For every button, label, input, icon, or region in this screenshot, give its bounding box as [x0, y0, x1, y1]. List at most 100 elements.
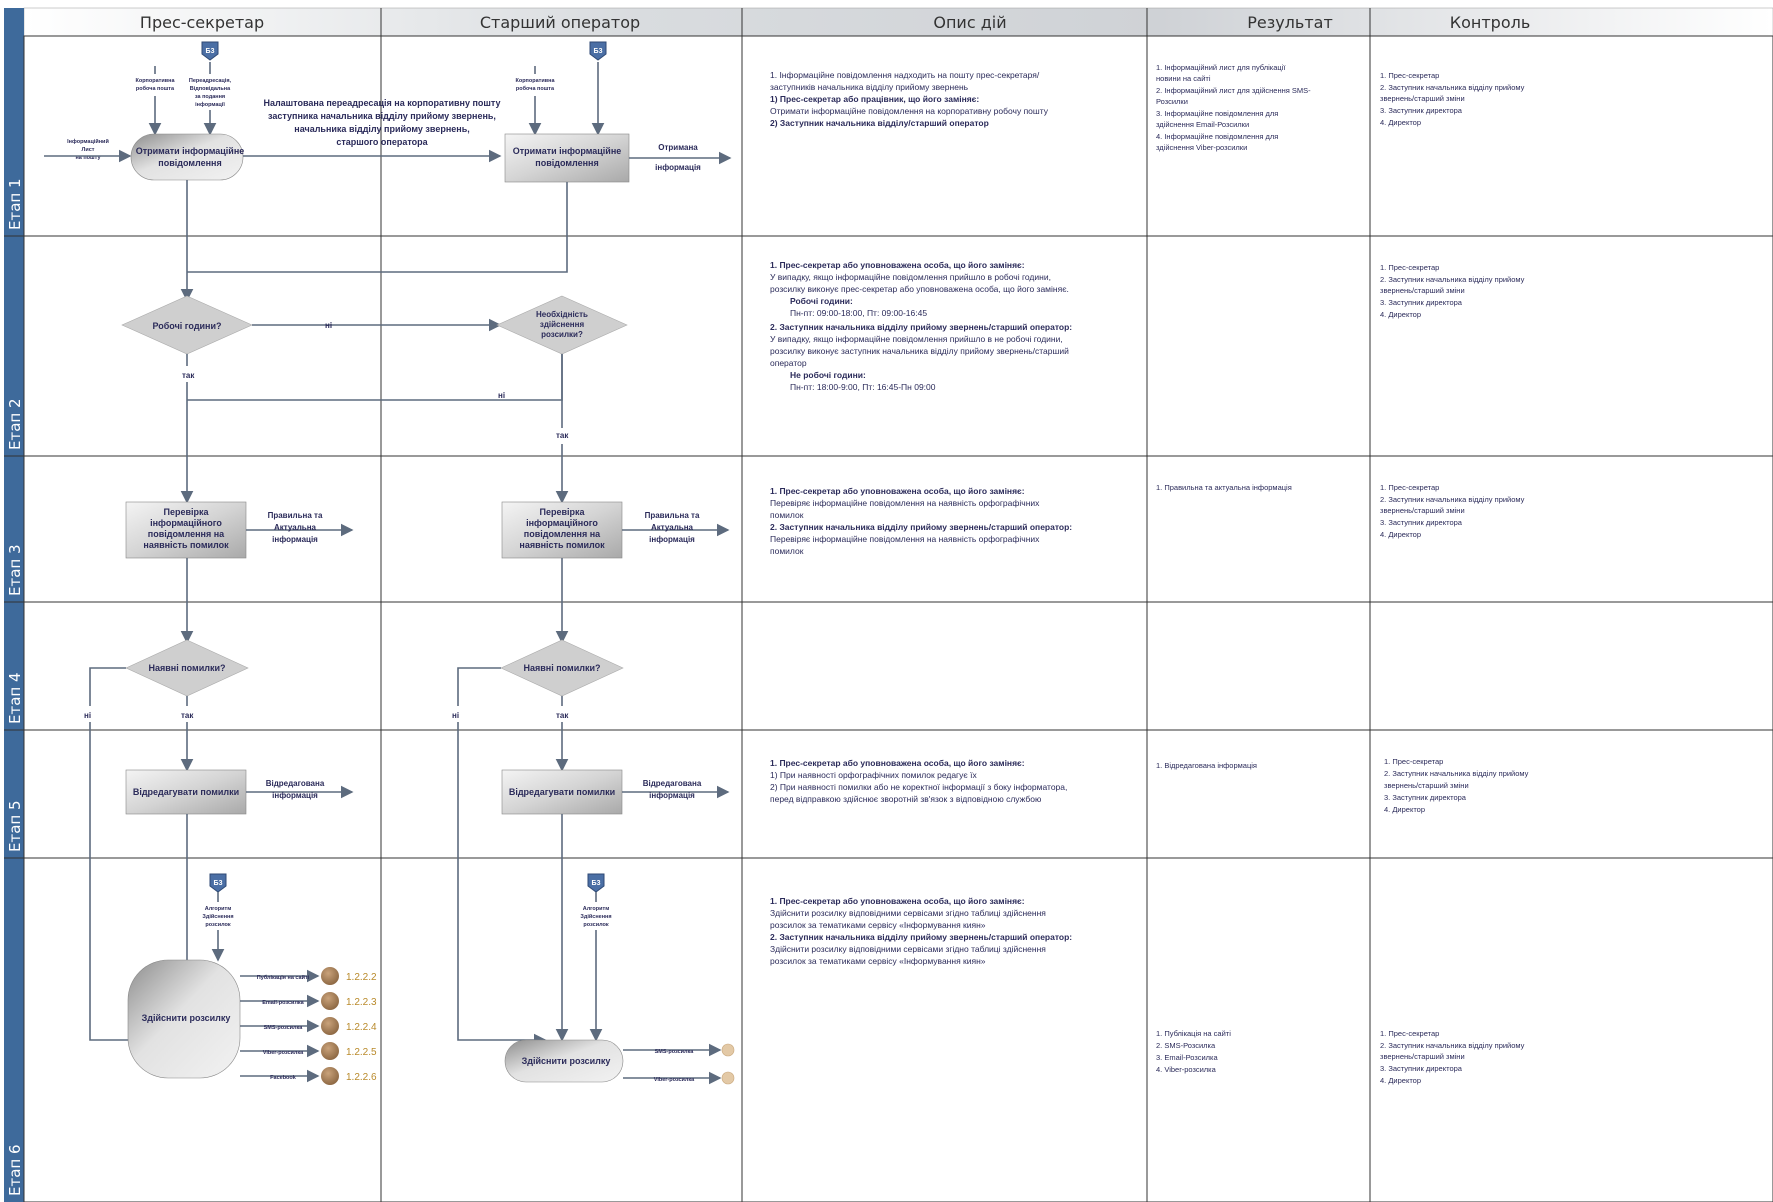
svg-text:ні: ні	[84, 711, 91, 720]
svg-text:робоча пошта: робоча пошта	[516, 85, 555, 92]
svg-text:1. Прес-секретар: 1. Прес-секретар	[1380, 1029, 1439, 1038]
col-header-description: Опис дій	[933, 13, 1006, 32]
svg-text:Б3: Б3	[206, 48, 215, 55]
svg-text:Пн-пт: 09:00-18:00, Пт: 09:00-: Пн-пт: 09:00-18:00, Пт: 09:00-16:45	[790, 308, 927, 318]
svg-text:1. Прес-секретар або уповноваж: 1. Прес-секретар або уповноважена особа,…	[770, 896, 1025, 906]
svg-text:1) При наявності орфографічни: 1) При наявності орфографічних помилок р…	[770, 770, 977, 780]
svg-text:оператор: оператор	[770, 358, 807, 368]
stage-label-6: Етап 6	[6, 1144, 24, 1196]
svg-text:перед відправкою здійснює звор: перед відправкою здійснює зворотній зв'я…	[770, 794, 1042, 804]
svg-text:2. Інформаційний лист для здій: 2. Інформаційний лист для здійснення SMS…	[1156, 86, 1311, 95]
svg-text:1. Прес-секретар: 1. Прес-секретар	[1380, 483, 1439, 492]
stage6-result: 1. Публікація на сайті 2. SMS-Розсилка 3…	[1156, 1029, 1231, 1074]
operator-receive-task: Отримати інформаційне повідомлення	[504, 133, 630, 183]
svg-text:помилок: помилок	[770, 510, 804, 520]
svg-text:помилок: помилок	[770, 546, 804, 556]
svg-text:2. SMS-Розсилка: 2. SMS-Розсилка	[1156, 1041, 1216, 1050]
b3-badge-press-stage6: Б3	[209, 873, 227, 893]
svg-text:2. Заступник начальника відділ: 2. Заступник начальника відділу прийому	[1380, 275, 1525, 284]
svg-text:інформація: інформація	[649, 535, 695, 544]
stage6-description: 1. Прес-секретар або уповноважена особа,…	[770, 896, 1072, 966]
stage3-control: 1. Прес-секретар 2. Заступник начальника…	[1380, 483, 1525, 539]
svg-text:розсилку виконує прес-секретар: розсилку виконує прес-секретар або уповн…	[770, 284, 1069, 294]
svg-text:Робочі години?: Робочі години?	[152, 321, 221, 331]
svg-text:ні: ні	[452, 711, 459, 720]
svg-text:1.2.2.3: 1.2.2.3	[346, 997, 377, 1008]
stage2-description: 1. Прес-секретар або уповноважена особа,…	[770, 260, 1072, 392]
svg-text:звернень/старший зміни: звернень/старший зміни	[1380, 506, 1465, 515]
svg-text:3. Email-Розсилка: 3. Email-Розсилка	[1156, 1053, 1218, 1062]
svg-text:1. Інформаційне повідомлення н: 1. Інформаційне повідомлення надходить н…	[770, 70, 1040, 80]
col-header-result: Результат	[1247, 13, 1333, 32]
svg-text:Необхідність: Необхідність	[536, 310, 588, 319]
svg-text:1.2.2.4: 1.2.2.4	[346, 1022, 377, 1033]
svg-text:Не робочі години:: Не робочі години:	[790, 370, 866, 380]
col-header-operator: Старший оператор	[480, 13, 640, 32]
svg-text:Пн-пт: 18:00-9:00, Пт: 16:45-П: Пн-пт: 18:00-9:00, Пт: 16:45-Пн 09:00	[790, 382, 936, 392]
svg-text:2) При наявності помилки або н: 2) При наявності помилки або не коректно…	[770, 782, 1067, 792]
svg-text:4. Інформаційне повідомлення д: 4. Інформаційне повідомлення для	[1156, 132, 1278, 141]
svg-text:так: так	[182, 371, 195, 380]
svg-text:Здійснити розсилку відповідним: Здійснити розсилку відповідними сервісам…	[770, 908, 1046, 918]
svg-text:Лист: Лист	[82, 147, 95, 153]
svg-text:3. Заступник директора: 3. Заступник директора	[1380, 1064, 1463, 1073]
stage-label-5: Етап 5	[6, 800, 24, 852]
operator-check-task: Перевірка інформаційного повідомлення на…	[501, 501, 623, 559]
svg-text:Перевіряє інформаційне повідом: Перевіряє інформаційне повідомлення на н…	[770, 534, 1040, 544]
svg-text:3. Заступник директора: 3. Заступник директора	[1384, 793, 1467, 802]
press-errors-decision: Наявні помилки?	[125, 639, 249, 697]
svg-text:1) Прес-секретар або працівни: 1) Прес-секретар або працівник, що його …	[770, 94, 979, 104]
svg-text:Відредагувати помилки: Відредагувати помилки	[509, 787, 615, 797]
svg-text:інформаційного: інформаційного	[150, 518, 222, 528]
svg-text:повідомлення на: повідомлення на	[524, 529, 601, 539]
stage-label-3: Етап 3	[6, 544, 24, 596]
svg-text:У випадку, якщо інформаційне п: У випадку, якщо інформаційне повідомленн…	[770, 334, 1063, 344]
svg-text:звернень/старший зміни: звернень/старший зміни	[1384, 781, 1469, 790]
svg-text:здійснення Email-Розсилки: здійснення Email-Розсилки	[1156, 120, 1249, 129]
col-header-control: Контроль	[1450, 13, 1531, 32]
svg-text:на пошту: на пошту	[75, 155, 101, 161]
stage-column	[4, 8, 24, 1202]
svg-text:SMS-розсилка: SMS-розсилка	[264, 1025, 304, 1031]
svg-text:Отримати інформаційне: Отримати інформаційне	[513, 146, 622, 156]
svg-text:2. Заступник начальника відділ: 2. Заступник начальника відділу прийому	[1384, 769, 1529, 778]
svg-text:Налаштована переадресація на к: Налаштована переадресація на корпоративн…	[263, 98, 500, 108]
svg-text:розсилок: розсилок	[205, 922, 230, 928]
svg-text:Робочі години:: Робочі години:	[790, 296, 853, 306]
svg-text:Viber-розсилка: Viber-розсилка	[263, 1050, 304, 1056]
press-edit-task: Відредагувати помилки	[125, 769, 247, 815]
svg-text:1. Публікація на сайті: 1. Публікація на сайті	[1156, 1029, 1231, 1038]
svg-text:1. Прес-секретар або уповноваж: 1. Прес-секретар або уповноважена особа,…	[770, 260, 1025, 270]
svg-text:1.2.2.6: 1.2.2.6	[346, 1072, 377, 1083]
svg-text:Б3: Б3	[594, 48, 603, 55]
svg-text:SMS-розсилка: SMS-розсилка	[655, 1049, 695, 1055]
svg-text:2. Заступник начальника відділ: 2. Заступник начальника відділу прийому …	[770, 932, 1072, 942]
stage2-control: 1. Прес-секретар 2. Заступник начальника…	[1380, 263, 1525, 319]
svg-text:Здійснити розсилку: Здійснити розсилку	[522, 1056, 611, 1066]
svg-text:заступників начальника відділу: заступників начальника відділу прийому з…	[770, 82, 969, 92]
svg-text:4. Директор: 4. Директор	[1384, 805, 1425, 814]
press-corp-mail-line1: Корпоративна	[135, 78, 175, 84]
svg-text:повідомлення: повідомлення	[158, 158, 221, 168]
svg-text:Здійснити розсилку відповідним: Здійснити розсилку відповідними сервісам…	[770, 944, 1046, 954]
svg-text:Facebook: Facebook	[270, 1075, 297, 1081]
svg-text:1. Прес-секретар: 1. Прес-секретар	[1380, 263, 1439, 272]
svg-text:4. Директор: 4. Директор	[1380, 530, 1421, 539]
svg-text:Здійснити розсилку: Здійснити розсилку	[142, 1013, 231, 1023]
svg-text:Наявні помилки?: Наявні помилки?	[524, 663, 601, 673]
svg-text:інформація: інформація	[649, 791, 695, 800]
svg-text:2. Заступник начальника відділ: 2. Заступник начальника відділу прийому	[1380, 1041, 1525, 1050]
svg-text:4. Директор: 4. Директор	[1380, 310, 1421, 319]
svg-text:3. Заступник директора: 3. Заступник директора	[1380, 106, 1463, 115]
press-check-task: Перевірка інформаційного повідомлення на…	[125, 501, 247, 559]
stage5-control: 1. Прес-секретар 2. Заступник начальника…	[1384, 757, 1529, 814]
svg-text:інформація: інформація	[272, 535, 318, 544]
svg-text:розсилок за тематиками сервісу: розсилок за тематиками сервісу «Інформув…	[770, 920, 986, 930]
b3-badge-operator-stage6: Б3	[587, 873, 605, 893]
svg-text:У випадку, якщо інформаційне п: У випадку, якщо інформаційне повідомленн…	[770, 272, 1051, 282]
svg-text:здійснення: здійснення	[540, 320, 585, 329]
svg-text:звернень/старший зміни: звернень/старший зміни	[1380, 286, 1465, 295]
svg-text:Отримати інформаційне повідомл: Отримати інформаційне повідомлення на ко…	[770, 106, 1049, 116]
stage-label-2: Етап 2	[6, 398, 24, 450]
